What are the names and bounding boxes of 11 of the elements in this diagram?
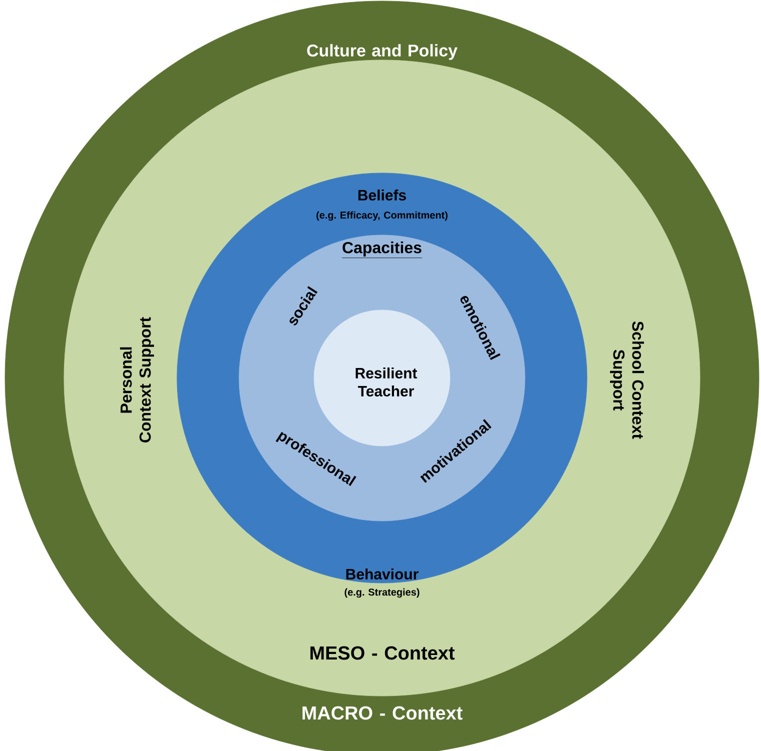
ring-label: (e.g. Efficacy, Commitment) bbox=[316, 211, 448, 221]
center-label: Resilient Teacher bbox=[356, 368, 418, 396]
ring-label: School Context Support bbox=[610, 321, 644, 439]
ring-label: Behaviour bbox=[346, 568, 418, 580]
heading: Capacities bbox=[342, 242, 422, 258]
ring-label: Beliefs bbox=[358, 190, 406, 200]
ring-label: (e.g. Strategies) bbox=[344, 588, 420, 598]
ring-label: Culture and Policy bbox=[307, 44, 458, 60]
ring-label: MACRO - Context bbox=[302, 706, 462, 720]
ring-label: MESO - Context bbox=[310, 646, 455, 660]
ring-label: Personal Context Support bbox=[120, 317, 154, 442]
